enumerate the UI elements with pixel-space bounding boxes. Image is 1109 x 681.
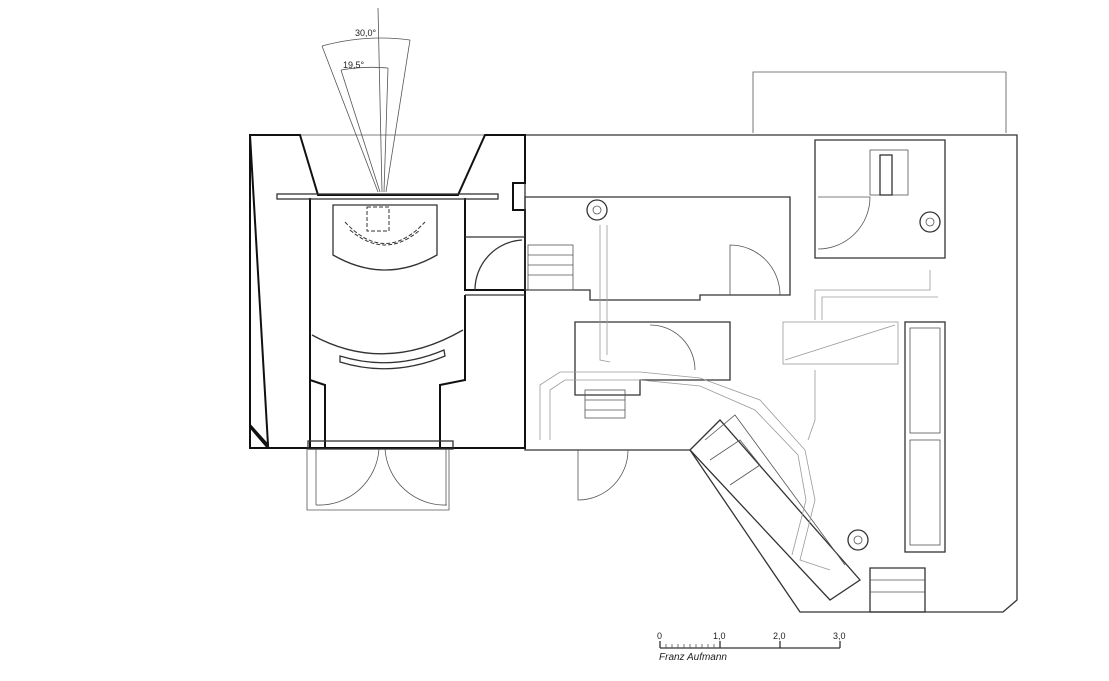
- boiler-1: [586, 199, 608, 221]
- hall-bench: [782, 321, 899, 365]
- stage-dashed-arc-2: [349, 229, 421, 246]
- small-stair: [584, 389, 626, 419]
- author-label: Franz Aufmann: [659, 652, 727, 663]
- screen-bar: [276, 193, 499, 200]
- projector-unit: [869, 149, 909, 196]
- projector-core: [879, 154, 893, 196]
- angle-inner-label: 19,5°: [343, 60, 365, 70]
- pipe-6: [821, 296, 938, 320]
- angle-outer-label: 30,0°: [355, 28, 377, 38]
- angle-arc-inner: [340, 66, 389, 71]
- pipe-1: [539, 371, 831, 571]
- projection-room: [814, 139, 946, 259]
- door-swing-right: [384, 448, 448, 506]
- boiler-2: [919, 211, 941, 233]
- scale-tick-2: 2,0: [773, 631, 786, 641]
- scale-tick-1: 1,0: [713, 631, 726, 641]
- stage-curve: [332, 204, 438, 271]
- hall-bench-diag: [784, 324, 896, 361]
- sightline-3: [377, 7, 383, 193]
- projection-door-swing: [817, 196, 871, 250]
- pipe-2: [549, 379, 807, 556]
- corridor-inner: [704, 414, 846, 566]
- boiler-3: [847, 529, 869, 551]
- auditorium-left-wall: [249, 135, 310, 449]
- entrance-threshold: [307, 440, 454, 450]
- boiler-2-inner: [925, 217, 935, 227]
- auditorium-lower-right: [439, 295, 466, 448]
- sightline-4: [383, 67, 389, 193]
- scale-tick-0: 0: [657, 631, 662, 641]
- boiler-3-inner: [853, 535, 863, 545]
- service-door-swing: [649, 324, 696, 371]
- auditorium-inner-right: [464, 198, 525, 291]
- pipe-7: [807, 370, 816, 441]
- lower-door-swing: [577, 449, 629, 501]
- sightline-5: [385, 39, 411, 193]
- pipe-5: [814, 270, 931, 320]
- side-door-swing: [474, 239, 523, 291]
- sightline-2: [340, 69, 381, 193]
- seating-row: [339, 349, 446, 370]
- service-room: [574, 321, 731, 396]
- stage-dashed-arc: [344, 221, 426, 244]
- auditorium-lower-left: [309, 379, 326, 448]
- outbuilding-outline: [752, 71, 1007, 133]
- hall-panel-1: [909, 327, 941, 434]
- diagonal-corridor: [689, 419, 861, 601]
- rear-stair: [869, 567, 926, 613]
- foyer-door-swing: [729, 244, 781, 296]
- large-hall: [904, 321, 946, 553]
- projector-box: [366, 206, 390, 232]
- door-swing-left: [315, 448, 380, 506]
- auditorium-outline: [248, 134, 526, 449]
- scale-tick-3: 3,0: [833, 631, 846, 641]
- foyer-room: [524, 196, 791, 301]
- corridor-steps: [709, 439, 761, 486]
- scale-bar: [659, 641, 841, 649]
- hall-panel-2: [909, 439, 941, 546]
- angle-arc-outer: [321, 37, 411, 47]
- boiler-1-inner: [592, 205, 602, 215]
- pipe-3: [599, 225, 611, 363]
- sightline-1: [321, 45, 379, 193]
- entrance-door-frame: [306, 449, 450, 511]
- staircase: [527, 244, 574, 291]
- seating-arc: [311, 329, 464, 355]
